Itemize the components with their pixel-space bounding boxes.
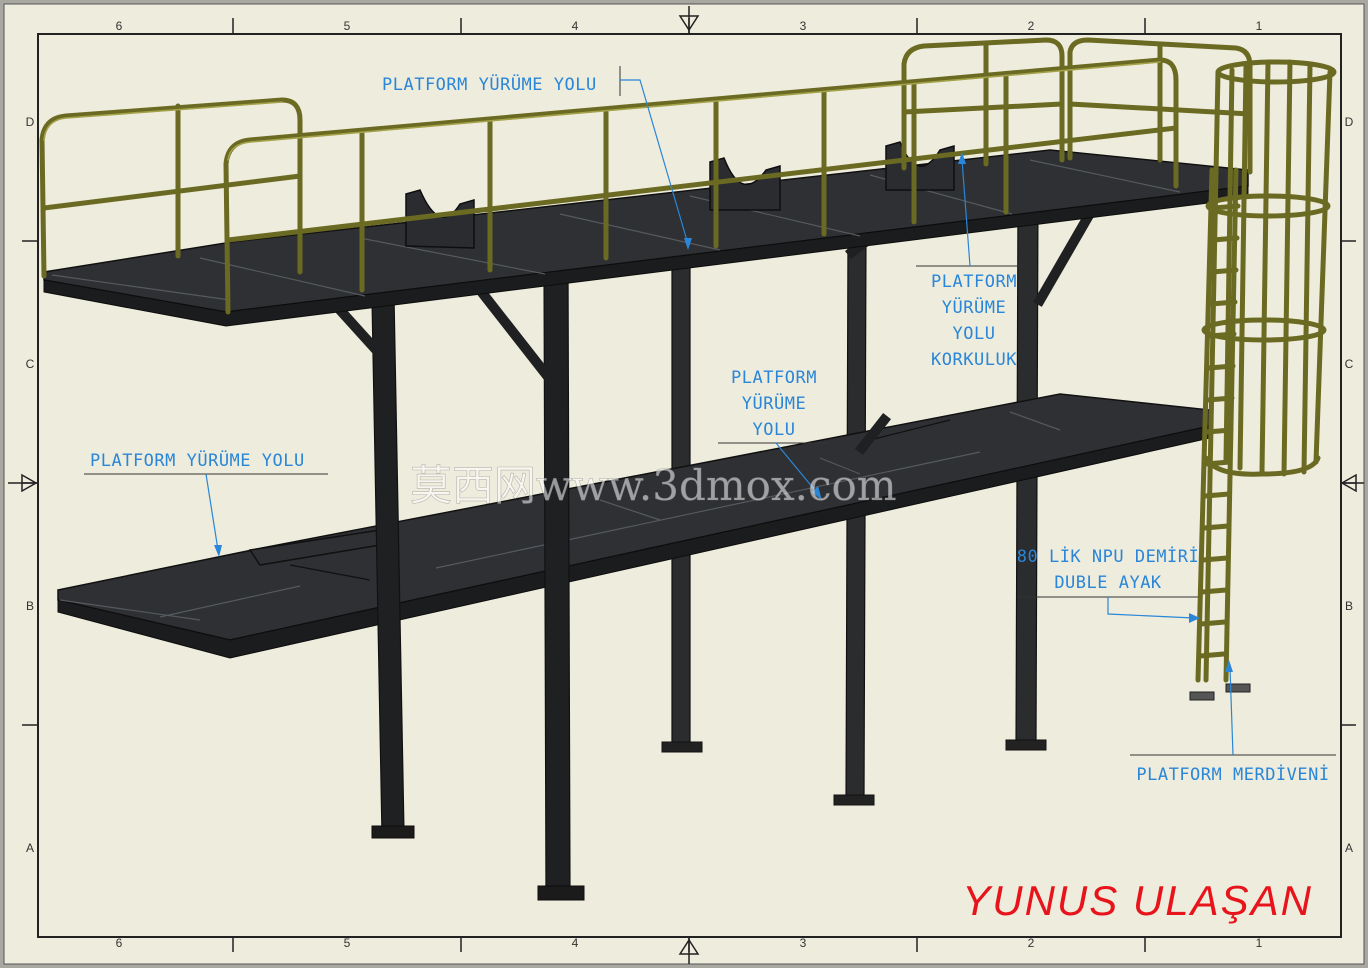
zone-label: 1 [1256, 19, 1263, 33]
zone-label: C [26, 357, 35, 371]
callout-top-walkway: PLATFORM YÜRÜME YOLU [382, 66, 692, 250]
zone-label: 6 [116, 936, 123, 950]
zone-label: 6 [116, 19, 123, 33]
zone-label: D [26, 115, 35, 129]
column-zone-labels-top: 6 5 4 3 2 1 [116, 19, 1263, 33]
callout-text: YOLU [753, 420, 796, 440]
author-name: YUNUS ULAŞAN [962, 877, 1313, 924]
zone-label: 5 [344, 19, 351, 33]
callout-text: PLATFORM YÜRÜME YOLU [382, 73, 597, 95]
watermark: 莫西网www.3dmox.com [410, 461, 897, 510]
callout-text: 80 LİK NPU DEMİRİ [1017, 546, 1200, 567]
zone-label: 1 [1256, 936, 1263, 950]
knee-braces [332, 203, 1099, 456]
callout-middle-walkway: PLATFORM YÜRÜME YOLU [718, 368, 828, 500]
callout-text: YOLU [953, 324, 996, 344]
zone-label: 3 [800, 19, 807, 33]
callout-text: KORKULUK [931, 350, 1017, 370]
steel-structure [39, 37, 1337, 901]
zone-label: 2 [1028, 19, 1035, 33]
zone-label: 3 [800, 936, 807, 950]
callout-text: PLATFORM [731, 368, 817, 388]
row-zone-labels-right: D C B A [1345, 115, 1354, 855]
zone-label: 5 [344, 936, 351, 950]
upper-railing [39, 37, 1253, 315]
zone-label: A [26, 841, 34, 855]
row-zone-labels-left: D C B A [26, 115, 35, 855]
zone-label: 4 [572, 936, 579, 950]
column-zone-labels-bottom: 6 5 4 3 2 1 [116, 936, 1263, 950]
zone-label: B [1345, 599, 1353, 613]
callout-text: PLATFORM MERDİVENİ [1136, 764, 1329, 785]
zone-label: A [1345, 841, 1353, 855]
callout-text: YÜRÜME [742, 392, 806, 414]
zone-label: D [1345, 115, 1354, 129]
zone-label: 4 [572, 19, 579, 33]
callout-text: PLATFORM [931, 272, 1017, 292]
callout-text: DUBLE AYAK [1054, 573, 1162, 593]
zone-label: C [1345, 357, 1354, 371]
zone-label: B [26, 599, 34, 613]
ladder-cage [1189, 59, 1337, 701]
callout-text: PLATFORM YÜRÜME YOLU [90, 449, 305, 471]
callout-railing: PLATFORM YÜRÜME YOLU KORKULUK [916, 152, 1022, 370]
callout-ladder: PLATFORM MERDİVENİ [1130, 660, 1336, 785]
callout-lower-walkway: PLATFORM YÜRÜME YOLU [84, 449, 328, 557]
callout-legs: 80 LİK NPU DEMİRİ DUBLE AYAK [1017, 546, 1200, 623]
centering-marks [8, 6, 1364, 964]
callout-text: YÜRÜME [942, 296, 1006, 318]
zone-label: 2 [1028, 936, 1035, 950]
